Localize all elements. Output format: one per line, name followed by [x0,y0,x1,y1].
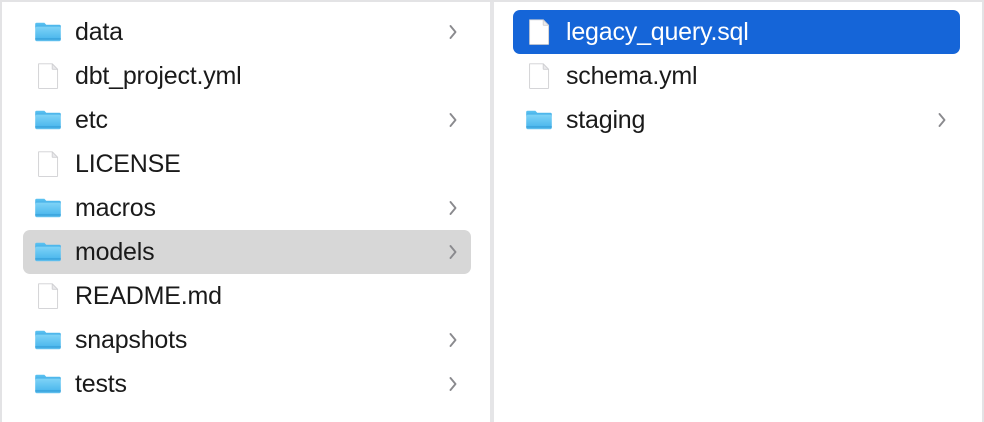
item-label: staging [566,106,646,134]
chevron-right-icon[interactable] [447,242,459,262]
chevron-right-icon[interactable] [447,110,459,130]
folder-row[interactable]: staging [513,98,960,142]
file-list-models: legacy_query.sql schema.yml staging [494,10,982,142]
folder-icon [33,193,63,223]
item-label: legacy_query.sql [566,18,749,46]
file-row[interactable]: README.md [23,274,471,318]
file-icon [33,149,63,179]
item-label: models [75,238,155,266]
folder-row[interactable]: etc [23,98,471,142]
chevron-right-icon[interactable] [447,22,459,42]
chevron-right-icon[interactable] [447,374,459,394]
item-label: README.md [75,282,222,310]
chevron-right-icon[interactable] [447,330,459,350]
file-icon [524,61,554,91]
item-label: etc [75,106,108,134]
file-row[interactable]: dbt_project.yml [23,54,471,98]
file-icon [33,281,63,311]
file-icon [524,17,554,47]
finder-column-parent: data dbt_project.yml etc LICENSE [2,2,490,422]
item-label: schema.yml [566,62,698,90]
folder-icon [524,105,554,135]
column-divider[interactable] [490,2,494,422]
folder-icon [33,369,63,399]
folder-icon [33,237,63,267]
item-label: LICENSE [75,150,181,178]
file-row[interactable]: LICENSE [23,142,471,186]
item-label: snapshots [75,326,188,354]
folder-icon [33,17,63,47]
folder-row[interactable]: data [23,10,471,54]
folder-row[interactable]: tests [23,362,471,406]
file-row[interactable]: schema.yml [513,54,960,98]
file-icon [33,61,63,91]
folder-row[interactable]: snapshots [23,318,471,362]
item-label: data [75,18,123,46]
item-label: macros [75,194,156,222]
finder-column-models: legacy_query.sql schema.yml staging [494,2,982,422]
folder-row[interactable]: macros [23,186,471,230]
item-label: tests [75,370,127,398]
folder-icon [33,325,63,355]
file-row[interactable]: legacy_query.sql [513,10,960,54]
folder-row[interactable]: models [23,230,471,274]
file-list-parent: data dbt_project.yml etc LICENSE [2,10,490,406]
chevron-right-icon[interactable] [447,198,459,218]
item-label: dbt_project.yml [75,62,242,90]
folder-icon [33,105,63,135]
chevron-right-icon[interactable] [936,110,948,130]
